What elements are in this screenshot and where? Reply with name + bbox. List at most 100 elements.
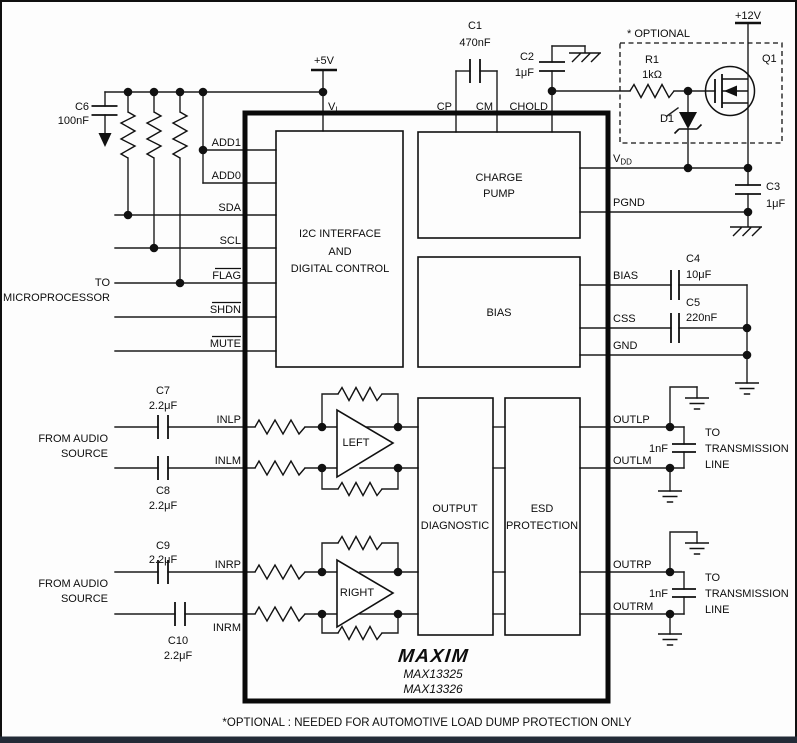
- pin-sda: SDA: [218, 202, 241, 214]
- c4-value: 10μF: [686, 269, 712, 281]
- diode-cathode-bar: [673, 123, 703, 135]
- ground-hatch-icon-c2: [568, 52, 602, 63]
- ic-outline: [242, 110, 611, 704]
- left-amp-label: LEFT: [343, 437, 370, 449]
- tline-left-line2: TRANSMISSION: [705, 443, 789, 455]
- junction-dot: [393, 463, 403, 473]
- q1-ref: Q1: [762, 53, 777, 65]
- pin-bias: BIAS: [613, 270, 638, 282]
- r1-value: 1kΩ: [642, 69, 662, 81]
- audio-right-line2: SOURCE: [61, 593, 108, 605]
- capacitor-c2: [538, 61, 566, 72]
- capacitor-c5: [670, 312, 680, 344]
- pin-gnd: GND: [613, 340, 638, 352]
- diode-triangle: [679, 112, 697, 129]
- junction-dot: [149, 243, 159, 253]
- audio-left-line2: SOURCE: [61, 448, 108, 460]
- capacitor-c8: [157, 455, 169, 481]
- d1-pointer-line: [666, 107, 679, 117]
- pin-cm: CM: [476, 101, 493, 113]
- maxim-logo: MAXIM: [397, 646, 470, 667]
- c7-ref: C7: [156, 385, 170, 397]
- pin-chold: CHOLD: [509, 101, 548, 113]
- tline-right-line3: LINE: [705, 604, 729, 616]
- esd-label-line1: ESD: [531, 503, 554, 515]
- tline-right-line2: TRANSMISSION: [705, 588, 789, 600]
- esd-label-line2: PROTECTION: [506, 520, 578, 532]
- capacitor-c6: [90, 105, 119, 116]
- junction-dot: [317, 422, 327, 432]
- part-number-1: MAX13325: [403, 667, 463, 681]
- c8-value: 2.2μF: [149, 500, 178, 512]
- junction-dot: [547, 86, 557, 96]
- input-resistor-inrm: [254, 606, 306, 622]
- tline-right-line1: TO: [705, 572, 721, 584]
- cline-right-value: 1nF: [649, 588, 668, 600]
- junction-dot: [393, 609, 403, 619]
- output-diagnostic-block: [417, 397, 494, 636]
- wire-fb-rb-a: [321, 613, 339, 634]
- wires: [104, 22, 749, 635]
- pin-vdd: VDD: [613, 153, 632, 167]
- capacitor-c10: [174, 601, 186, 627]
- junction-dot: [198, 87, 208, 97]
- optional-label: * OPTIONAL: [627, 28, 690, 40]
- pin-scl: SCL: [220, 235, 241, 247]
- junction-dot: [683, 163, 693, 173]
- junction-dot: [742, 323, 752, 333]
- right-amp-label: RIGHT: [340, 587, 375, 599]
- wire-fb-lb-b: [381, 467, 399, 490]
- pin-inlm: INLM: [215, 455, 241, 467]
- c2-ref: C2: [520, 51, 534, 63]
- c7-value: 2.2μF: [149, 400, 178, 412]
- to-microprocessor-line1: TO: [95, 277, 111, 289]
- junction-dot: [683, 86, 693, 96]
- c2-value: 1μF: [515, 67, 534, 79]
- pullup-resistor-flag: [172, 111, 188, 159]
- cline-left-value: 1nF: [649, 443, 668, 455]
- charge-pump-label-line1: CHARGE: [475, 172, 522, 184]
- i2c-label-line3: DIGITAL CONTROL: [291, 263, 389, 275]
- right-amp-triangle: [336, 558, 395, 629]
- transistor-circle: [704, 65, 756, 117]
- wire-fb-rt-b: [381, 542, 399, 573]
- feedback-resistor-lt: [337, 386, 383, 402]
- output-diagnostic-label-line1: OUTPUT: [432, 503, 478, 515]
- junction-dot: [393, 422, 403, 432]
- i2c-label-line2: AND: [328, 246, 351, 258]
- capacitor-c4: [670, 269, 680, 301]
- pin-flag: FLAG: [212, 270, 241, 282]
- feedback-resistor-rb: [337, 625, 383, 641]
- pmos-arrow: [724, 85, 737, 97]
- optional-dashed-box: [619, 42, 783, 144]
- c4-ref: C4: [686, 253, 700, 265]
- capacitor-c1: [469, 58, 481, 84]
- c3-value: 1μF: [766, 198, 785, 210]
- junction-dot: [665, 609, 675, 619]
- pin-inrp: INRP: [215, 559, 241, 571]
- input-resistor-inlp: [254, 419, 306, 435]
- ground-icon-outlm: [657, 490, 683, 503]
- junction-dot: [317, 609, 327, 619]
- ground-hatch-icon-pgnd: [729, 226, 763, 237]
- junction-dot: [175, 87, 185, 97]
- pullup-resistor-sda: [120, 111, 136, 159]
- pin-shdn: SHDN: [210, 304, 241, 316]
- c10-value: 2.2μF: [164, 650, 193, 662]
- footer-bar: [0, 736, 797, 743]
- supply-5v-label: +5V: [314, 55, 335, 67]
- ground-icon-gnd-rail: [734, 382, 760, 395]
- pin-css: CSS: [613, 313, 636, 325]
- c1-ref: C1: [468, 20, 482, 32]
- c1-value: 470nF: [459, 37, 490, 49]
- bias-block: [417, 256, 581, 368]
- esd-protection-block: [504, 397, 581, 636]
- junction-dot: [743, 207, 753, 217]
- resistor-r1: [629, 83, 675, 99]
- pin-outlm: OUTLM: [613, 455, 652, 467]
- i2c-label-line1: I2C INTERFACE: [299, 228, 381, 240]
- junction-dot: [742, 350, 752, 360]
- tline-left-line1: TO: [705, 427, 721, 439]
- junction-dot: [665, 567, 675, 577]
